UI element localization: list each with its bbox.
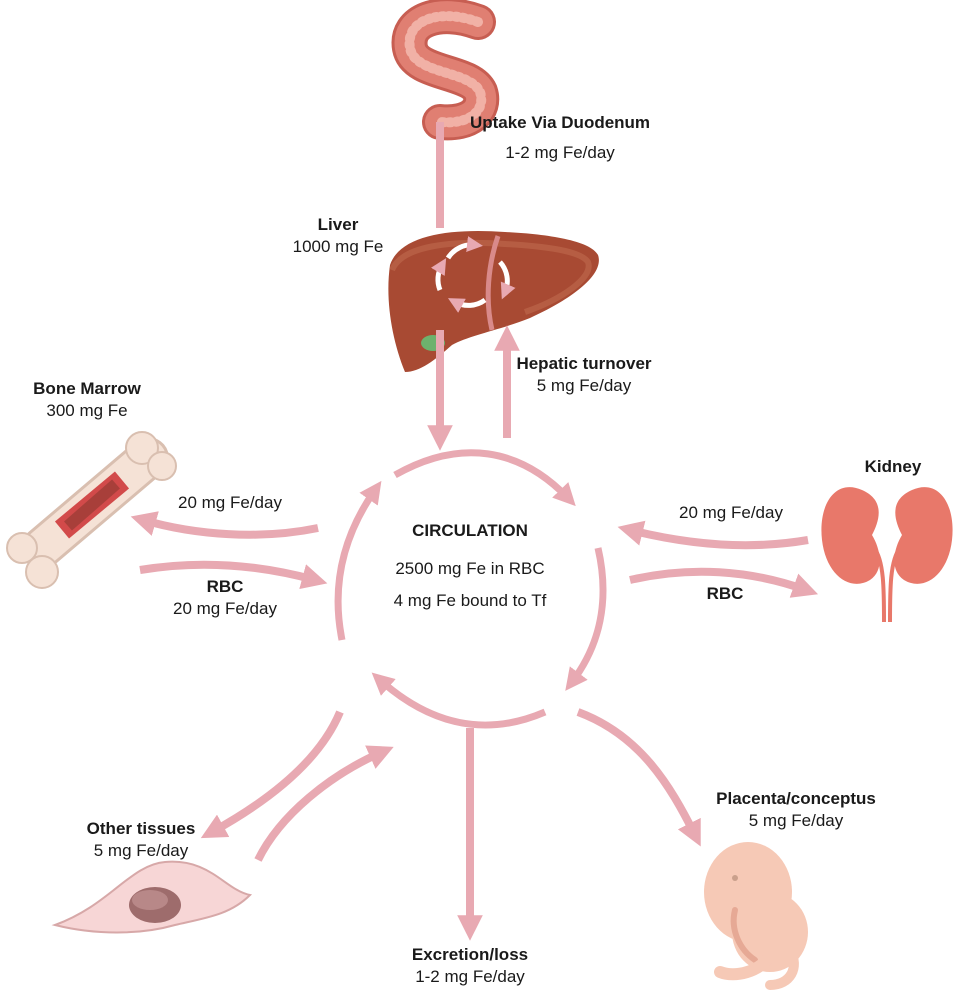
arrow-bone-circulation: [139, 560, 328, 589]
placenta-rate: 5 mg Fe/day: [748, 811, 844, 830]
circulation-tf: 4 mg Fe bound to Tf: [393, 591, 547, 610]
liver-amount: 1000 mg Fe: [292, 237, 384, 256]
fetus-icon: [704, 842, 808, 990]
arrow-circulation-placenta: [576, 708, 701, 847]
excretion-rate: 1-2 mg Fe/day: [415, 967, 525, 986]
circulation-rbc: 2500 mg Fe in RBC: [395, 559, 545, 578]
bone-icon: [6, 431, 177, 589]
hepatic-title: Hepatic turnover: [516, 354, 652, 373]
liver-icon: [388, 230, 599, 372]
bone-rbc-title: RBC: [206, 577, 244, 596]
kidney-icon: [821, 487, 953, 623]
circulation-title: CIRCULATION: [412, 521, 528, 540]
bone-marrow-title: Bone Marrow: [33, 379, 141, 398]
other-tissues-title: Other tissues: [86, 819, 196, 838]
liver-title: Liver: [317, 215, 359, 234]
duodenum-title: Uptake Via Duodenum: [469, 113, 651, 132]
circulation-ring: [334, 449, 607, 729]
arrow-circulation-bone: [130, 511, 319, 539]
kidney-out-rate: 20 mg Fe/day: [679, 503, 783, 522]
duodenum-icon: [391, 0, 500, 141]
arrow-tissues-circulation: [254, 745, 394, 862]
bone-rbc-rate: 20 mg Fe/day: [173, 599, 277, 618]
bone-marrow-label: Bone Marrow 300 mg Fe: [22, 378, 152, 422]
placenta-title: Placenta/conceptus: [716, 789, 876, 808]
bone-out-rate: 20 mg Fe/day: [178, 493, 282, 512]
bone-marrow-amount: 300 mg Fe: [46, 401, 128, 420]
duodenum-label: Uptake Via Duodenum 1-2 mg Fe/day: [450, 112, 670, 164]
arrow-circulation-tissues: [200, 710, 344, 839]
duodenum-rate: 1-2 mg Fe/day: [505, 143, 615, 162]
other-tissues-label: Other tissues 5 mg Fe/day: [66, 818, 216, 862]
kidney-title: Kidney: [864, 457, 922, 476]
excretion-label: Excretion/loss 1-2 mg Fe/day: [390, 944, 550, 988]
arrow-kidney-circulation: [617, 520, 809, 550]
liver-label: Liver 1000 mg Fe: [278, 214, 398, 258]
other-tissues-rate: 5 mg Fe/day: [93, 841, 189, 860]
circulation-label: CIRCULATION 2500 mg Fe in RBC 4 mg Fe bo…: [372, 520, 568, 612]
bone-rbc-label: RBC 20 mg Fe/day: [155, 576, 295, 620]
hepatic-label: Hepatic turnover 5 mg Fe/day: [506, 353, 662, 397]
placenta-label: Placenta/conceptus 5 mg Fe/day: [698, 788, 894, 832]
excretion-title: Excretion/loss: [411, 945, 529, 964]
arrow-circulation-kidney: [629, 567, 819, 598]
cell-icon: [51, 860, 253, 934]
hepatic-rate: 5 mg Fe/day: [536, 376, 632, 395]
kidney-rbc-label: RBC: [706, 584, 744, 603]
